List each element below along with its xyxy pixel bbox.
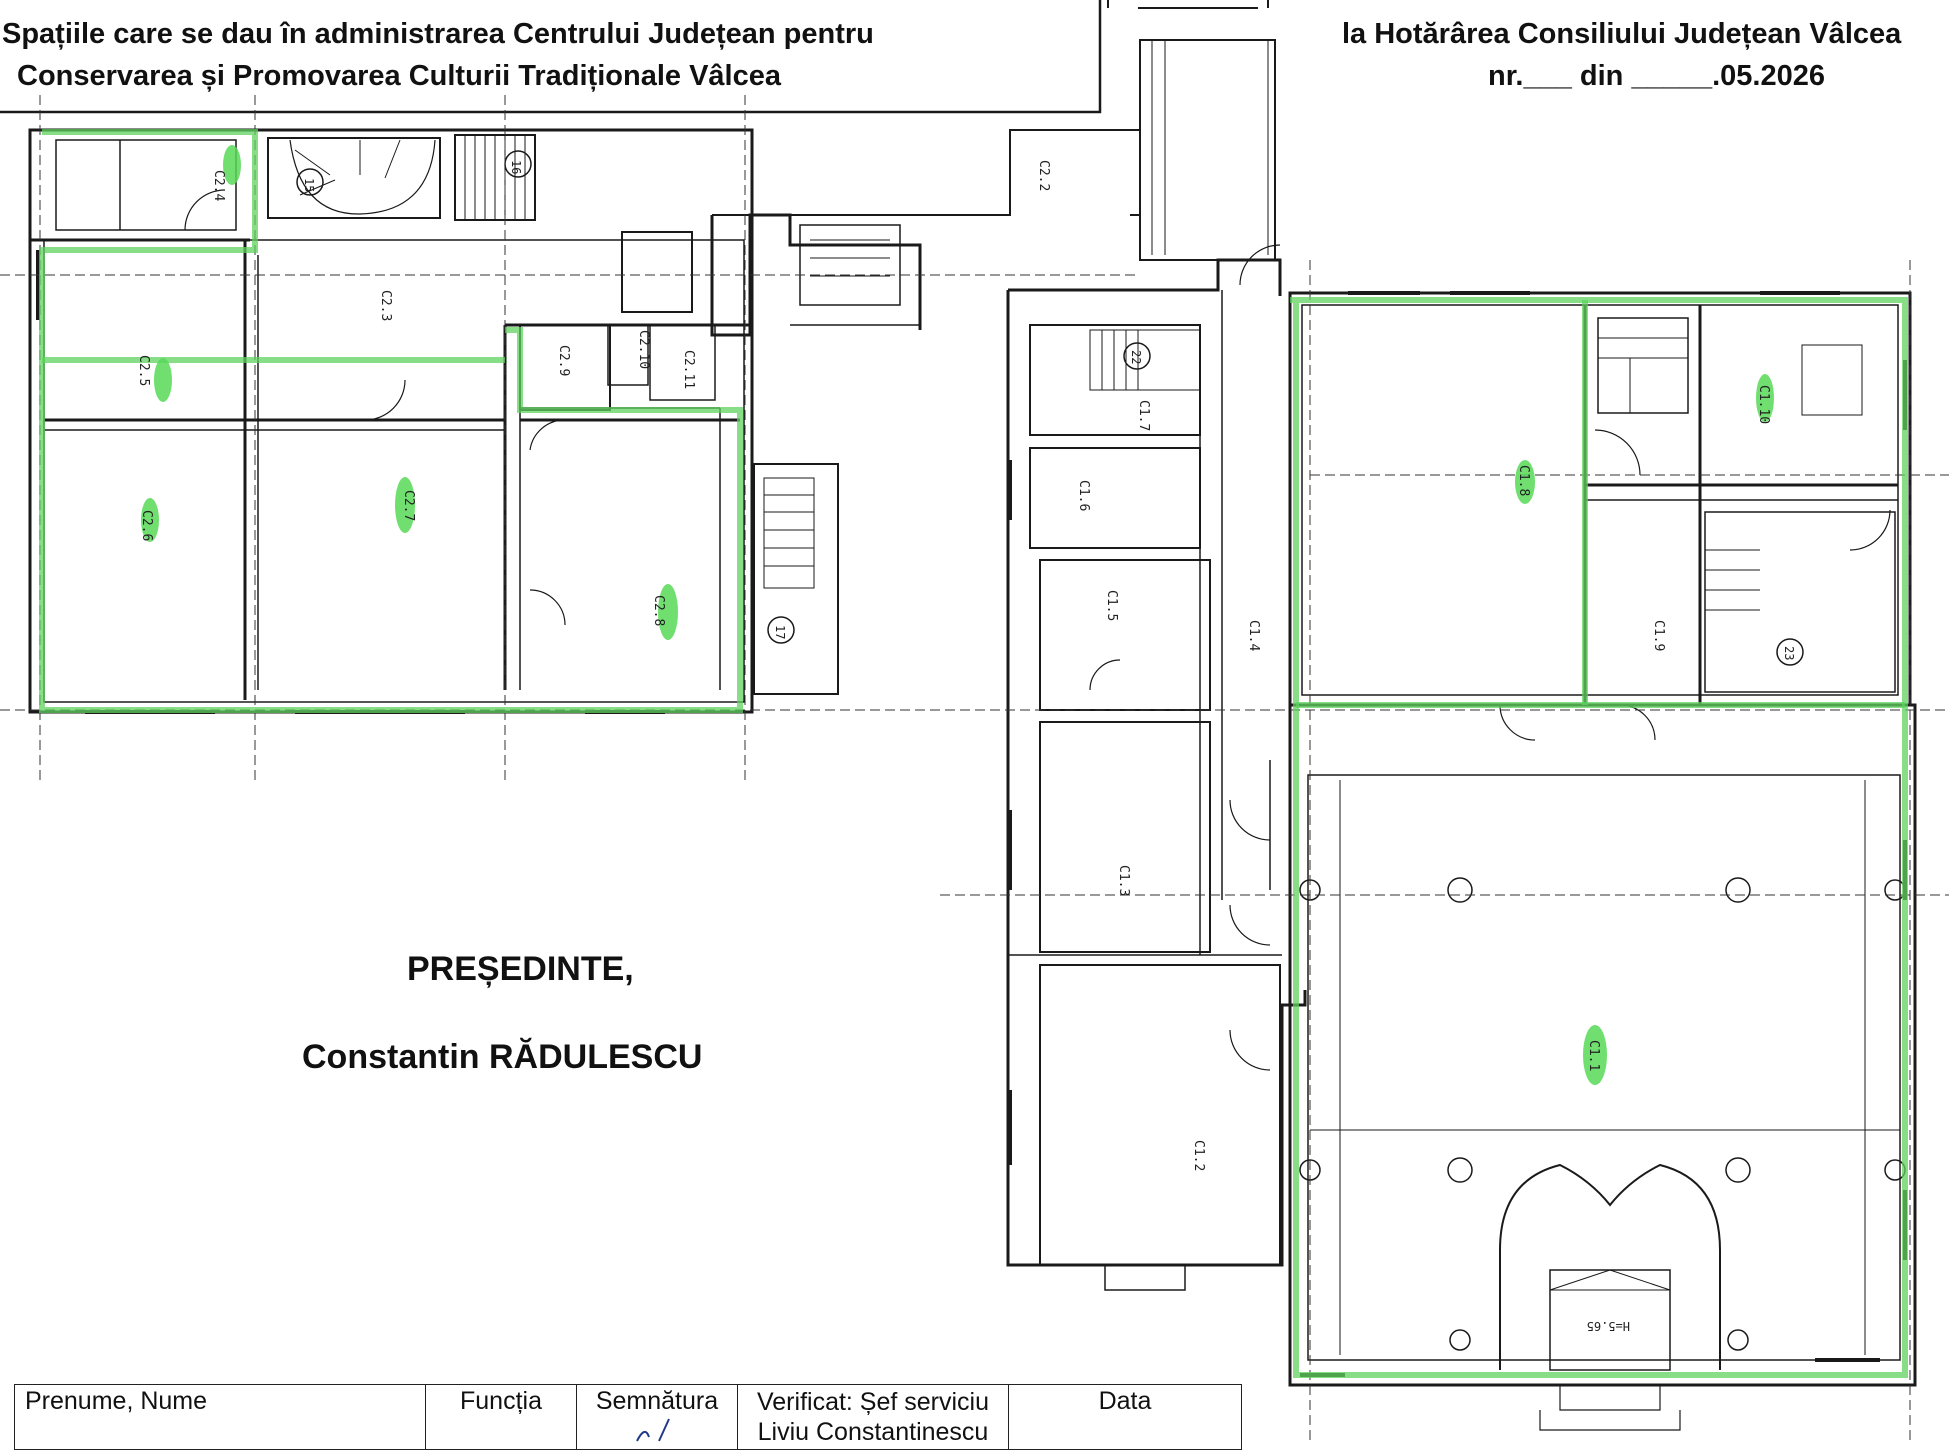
svg-text:C2.6: C2.6 (139, 510, 154, 541)
svg-text:C2.10: C2.10 (636, 330, 651, 369)
svg-text:C1.2: C1.2 (1191, 1140, 1206, 1171)
title-block-col-verified: Verificat: Șef serviciu (756, 1388, 990, 1416)
signature-role: PREȘEDINTE, (407, 950, 634, 988)
svg-text:C2.7: C2.7 (401, 490, 416, 521)
header-right-line-2: nr.___ din _____.05.2026 (1488, 60, 1825, 92)
green-boundary (39, 129, 1908, 1378)
plan-walls (0, 0, 1917, 1431)
svg-text:C1.5: C1.5 (1104, 590, 1119, 621)
svg-text:H=5.65: H=5.65 (1587, 1319, 1630, 1333)
svg-text:C1.7: C1.7 (1136, 400, 1151, 431)
svg-text:C1.8: C1.8 (1516, 465, 1531, 496)
svg-text:16: 16 (509, 160, 523, 174)
signature-name: Constantin RĂDULESCU (302, 1038, 703, 1076)
svg-text:C2.3: C2.3 (378, 290, 393, 321)
svg-text:C1.3: C1.3 (1116, 865, 1131, 896)
title-block-signature-header: Semnătura (576, 1384, 738, 1450)
svg-text:C2.4: C2.4 (211, 170, 226, 201)
svg-text:C1.1: C1.1 (1586, 1040, 1601, 1071)
svg-text:C2.2: C2.2 (1036, 160, 1051, 191)
plan-annotations: C2.4 C2.3 C2.5 C2.6 C2.7 C2.8 C2.9 C2.10… (136, 160, 1796, 1333)
title-block-col-signature: Semnătura (595, 1387, 719, 1415)
title-block-name-header: Prenume, Nume (14, 1384, 426, 1450)
svg-text:22: 22 (1129, 350, 1143, 364)
handwritten-signature (636, 1418, 670, 1442)
title-block-col-function: Funcția (460, 1387, 542, 1415)
title-block-verified-header: Verificat: Șef serviciu Liviu Constantin… (737, 1384, 1009, 1450)
svg-text:17: 17 (773, 625, 787, 639)
svg-text:C1.6: C1.6 (1076, 480, 1091, 511)
title-block-col-date: Data (1098, 1387, 1152, 1415)
svg-text:23: 23 (1782, 646, 1796, 660)
svg-text:C2.8: C2.8 (651, 595, 666, 626)
header-right-line-1: la Hotărârea Consiliului Județean Vâlcea (1342, 18, 1902, 50)
svg-text:15: 15 (302, 178, 316, 192)
room-highlights (141, 145, 1774, 1085)
title-block-col-name: Prenume, Nume (25, 1387, 208, 1415)
header-left-line-2: Conservarea și Promovarea Culturii Tradi… (17, 60, 781, 92)
svg-text:C1.10: C1.10 (1756, 385, 1771, 424)
title-block-date-header: Data (1008, 1384, 1242, 1450)
svg-text:C2.5: C2.5 (136, 355, 151, 386)
header-left-line-1: Spațiile care se dau în administrarea Ce… (2, 18, 874, 50)
svg-text:C2.9: C2.9 (556, 345, 571, 376)
title-block-verified-name: Liviu Constantinescu (757, 1418, 989, 1446)
axis-lines (0, 95, 1949, 1441)
title-block-table: Prenume, Nume Funcția Semnătura Verifica… (14, 1384, 1242, 1450)
svg-text:C1.4: C1.4 (1246, 620, 1261, 651)
svg-text:C1.9: C1.9 (1651, 620, 1666, 651)
title-block-function-header: Funcția (425, 1384, 577, 1450)
svg-text:C2.11: C2.11 (681, 350, 696, 389)
